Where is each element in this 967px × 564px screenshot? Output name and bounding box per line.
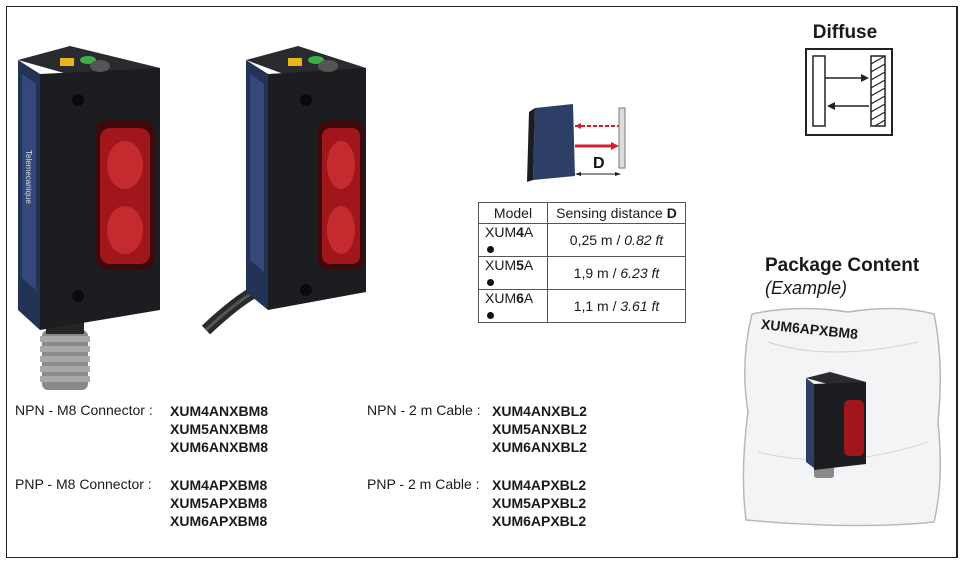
page-edge-divider — [957, 6, 958, 558]
model-cell: XUM6A — [478, 289, 548, 323]
npn-cable-codes: XUM4ANXBL2 XUM5ANXBL2 XUM6ANXBL2 — [492, 402, 587, 456]
npn-m8-codes: XUM4ANXBM8 XUM5ANXBM8 XUM6ANXBM8 — [170, 402, 268, 456]
table-header-row: Model Sensing distance D — [478, 202, 686, 224]
product-code: XUM4APXBL2 — [492, 477, 587, 493]
product-code: XUM5ANXBL2 — [492, 421, 587, 437]
product-code: XUM6APXBM8 — [170, 513, 268, 529]
sensor-cable-image — [201, 46, 366, 335]
pnp-cable-codes: XUM4APXBL2 XUM5APXBL2 XUM6APXBL2 — [492, 476, 586, 530]
pnp-m8-label: PNP - M8 Connector : — [15, 476, 152, 492]
package-content-title: Package Content — [765, 255, 920, 276]
table-row: XUM5A 1,9 m / 6.23 ft — [478, 256, 686, 290]
bullet-icon — [487, 278, 494, 286]
distance-cell: 1,1 m / 3.61 ft — [547, 289, 686, 323]
diffuse-title: Diffuse — [812, 22, 878, 43]
distance-cell: 1,9 m / 6.23 ft — [547, 256, 686, 290]
product-code: XUM4ANXBM8 — [170, 403, 269, 419]
pnp-cable-label: PNP - 2 m Cable : — [367, 476, 480, 492]
product-code: XUM4ANXBL2 — [492, 403, 587, 419]
model-header: Model — [478, 202, 548, 224]
diffuse-diagram — [805, 48, 893, 136]
product-code: XUM5ANXBM8 — [170, 421, 269, 437]
distance-header: Sensing distance D — [547, 202, 686, 224]
table-row: XUM6A 1,1 m / 3.61 ft — [478, 289, 686, 323]
product-code: XUM6APXBL2 — [492, 513, 587, 529]
sensing-distance-table: Model Sensing distance D XUM4A 0,25 m / … — [478, 202, 686, 323]
npn-cable-label: NPN - 2 m Cable : — [367, 402, 481, 418]
sensing-distance-diagram: D — [527, 104, 626, 182]
distance-cell: 0,25 m / 0.82 ft — [547, 223, 686, 257]
npn-m8-label: NPN - M8 Connector : — [15, 402, 153, 418]
brand-text: Telemecanique — [24, 150, 33, 204]
product-code: XUM5APXBL2 — [492, 495, 587, 511]
model-cell: XUM4A — [478, 223, 548, 257]
product-code: XUM6ANXBM8 — [170, 439, 269, 455]
model-cell: XUM5A — [478, 256, 548, 290]
package-bag-image — [742, 307, 941, 527]
pnp-m8-codes: XUM4APXBM8 XUM5APXBM8 XUM6APXBM8 — [170, 476, 267, 530]
product-code: XUM5APXBM8 — [170, 495, 268, 511]
bullet-icon — [487, 245, 494, 253]
product-code: XUM6ANXBL2 — [492, 439, 587, 455]
bullet-icon — [487, 311, 494, 319]
sensor-m8-connector-image: Telemecanique — [18, 46, 160, 390]
distance-d-label: D — [593, 155, 605, 172]
page-frame — [6, 6, 957, 558]
table-row: XUM4A 0,25 m / 0.82 ft — [478, 223, 686, 257]
product-code: XUM4APXBM8 — [170, 477, 268, 493]
package-content-subtitle: (Example) — [765, 278, 848, 298]
